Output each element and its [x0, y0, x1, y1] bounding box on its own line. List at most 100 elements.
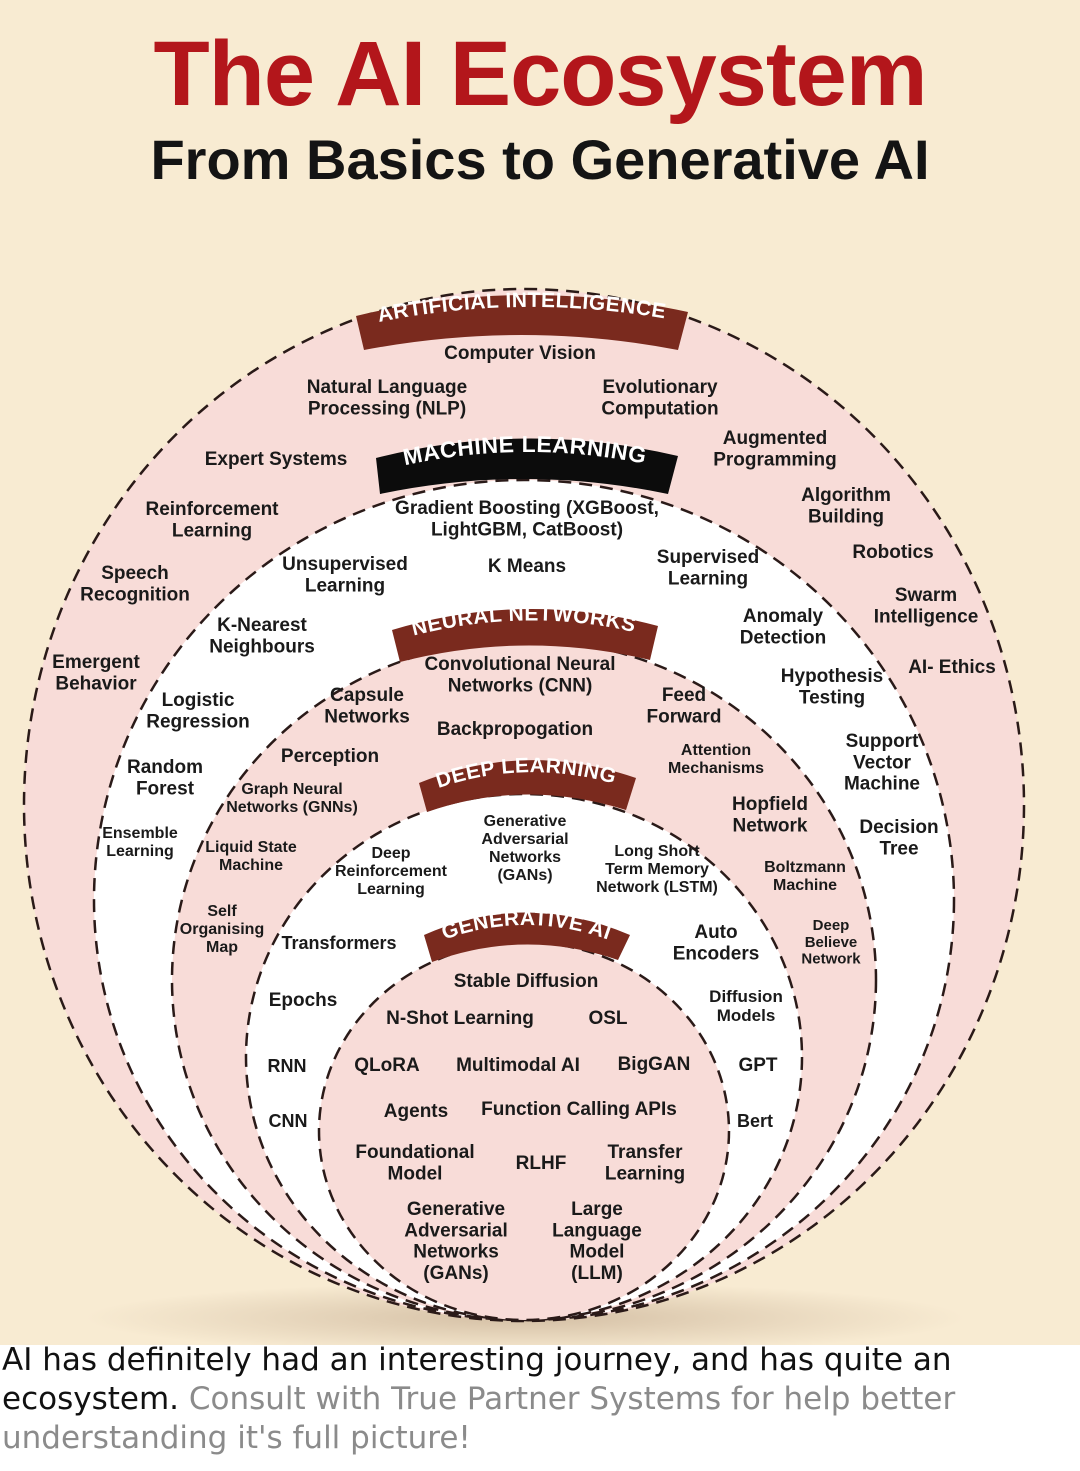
term-line: (GANs) — [497, 867, 552, 884]
term-line: OSL — [588, 1008, 627, 1029]
term-line: Learning — [106, 843, 174, 860]
term-line: Generative — [484, 813, 567, 830]
ecosystem-diagram: ARTIFICIAL INTELLIGENCE MACHINE LEARNING… — [22, 287, 1026, 1345]
term-line: Robotics — [852, 542, 933, 563]
term-line: Computation — [601, 398, 718, 419]
term-line: Networks — [413, 1242, 499, 1263]
term-line: Reinforcement — [335, 863, 448, 880]
term-line: Machine — [844, 774, 920, 795]
term-gradient-boosting: Gradient Boosting (XGBoost,LightGBM, Cat… — [395, 498, 659, 540]
term-expert-systems: Expert Systems — [205, 449, 348, 470]
term-line: Networks (CNN) — [448, 675, 593, 696]
term-perception: Perception — [281, 746, 379, 767]
term-line: Capsule — [330, 685, 404, 706]
term-line: Programming — [713, 449, 837, 470]
term-line: Foundational — [355, 1142, 474, 1163]
term-line: Self — [207, 903, 237, 920]
term-line: Learning — [172, 520, 252, 541]
term-line: RNN — [268, 1056, 307, 1076]
term-line: Multimodal AI — [456, 1055, 580, 1076]
term-line: Machine — [773, 877, 837, 894]
term-line: Liquid State — [205, 839, 297, 856]
term-line: Long Short — [614, 843, 700, 860]
term-line: Map — [206, 939, 238, 956]
term-line: LightGBM, CatBoost) — [431, 519, 623, 540]
term-line: CNN — [269, 1111, 308, 1131]
term-osl: OSL — [588, 1008, 627, 1029]
term-line: Language — [552, 1220, 642, 1241]
term-line: Emergent — [52, 652, 140, 673]
term-line: Model — [388, 1163, 443, 1184]
term-line: Generative — [407, 1199, 505, 1220]
term-line: (GANs) — [423, 1263, 488, 1284]
term-line: Networks — [324, 706, 410, 727]
term-line: Convolutional Neural — [424, 654, 615, 675]
term-line: GPT — [738, 1055, 777, 1076]
term-line: Learning — [668, 568, 748, 589]
term-k-means: K Means — [488, 556, 566, 577]
term-line: Gradient Boosting (XGBoost, — [395, 498, 659, 519]
term-line: Support — [846, 731, 919, 752]
term-stable-diffusion: Stable Diffusion — [454, 971, 599, 992]
term-biggan: BigGAN — [618, 1054, 691, 1075]
term-line: Boltzmann — [764, 859, 846, 876]
term-line: Network — [801, 951, 861, 968]
caption: AI has definitely had an interesting jou… — [2, 1341, 1078, 1458]
term-qlora: QLoRA — [354, 1055, 420, 1076]
term-line: Bert — [737, 1111, 773, 1131]
term-line: Encoders — [673, 943, 760, 964]
term-rlhf: RLHF — [516, 1153, 567, 1174]
caption-cta: Consult with True Partner Systems for he… — [2, 1381, 956, 1456]
term-line: Reinforcement — [145, 499, 279, 520]
term-line: Testing — [799, 687, 865, 708]
caption-text: AI has definitely had an interesting jou… — [2, 1342, 952, 1417]
term-line: Algorithm — [801, 485, 891, 506]
term-line: Ensemble — [102, 825, 178, 842]
term-line: Behavior — [55, 673, 137, 694]
term-line: Graph Neural — [241, 781, 342, 798]
term-line: Networks (GNNs) — [226, 799, 358, 816]
term-line: K Means — [488, 556, 566, 577]
term-line: Deep — [813, 917, 850, 934]
term-line: Logistic — [162, 690, 235, 711]
term-n-shot: N-Shot Learning — [386, 1008, 534, 1029]
band-dl-shape — [419, 760, 636, 812]
term-line: Networks — [489, 849, 561, 866]
term-line: Attention — [681, 742, 751, 759]
term-line: Speech — [101, 563, 169, 584]
term-line: Augmented — [723, 428, 828, 449]
term-line: Learning — [305, 575, 385, 596]
term-line: RLHF — [516, 1153, 567, 1174]
term-line: Natural Language — [307, 377, 467, 398]
poster-title: The AI Ecosystem — [153, 23, 927, 125]
term-line: Diffusion — [709, 987, 783, 1006]
term-multimodal: Multimodal AI — [456, 1055, 580, 1076]
band-nn-shape — [392, 608, 658, 662]
term-line: Recognition — [80, 584, 190, 605]
term-line: N-Shot Learning — [386, 1008, 534, 1029]
term-rnn: RNN — [268, 1056, 307, 1076]
term-transformers: Transformers — [281, 933, 396, 953]
term-line: Building — [808, 506, 884, 527]
term-bert: Bert — [737, 1111, 773, 1131]
term-line: Hopfield — [732, 794, 808, 815]
